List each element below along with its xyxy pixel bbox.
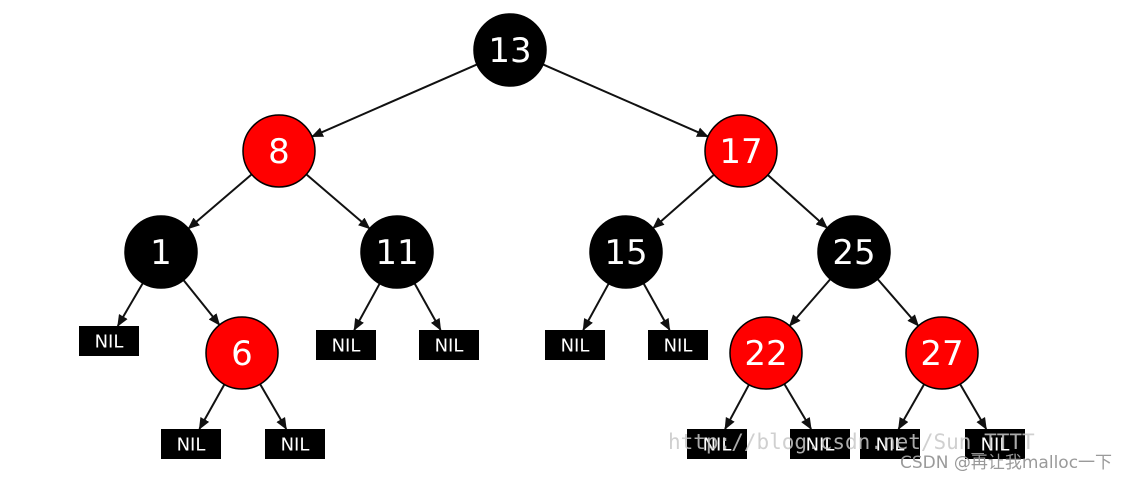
edge-n13-n8 — [311, 63, 478, 138]
red-node-circle — [205, 316, 279, 390]
watermark-credit: CSDN @再让我malloc一下 — [900, 453, 1112, 473]
edge-n15-nil15l — [582, 283, 610, 331]
tree-node-8: 8 — [242, 114, 316, 188]
red-node-circle — [729, 316, 803, 390]
edge-n8-n11 — [305, 173, 371, 230]
edge-n25-n27 — [876, 278, 920, 327]
edge-n22-nil22l — [724, 384, 750, 430]
tree-node-27: 27 — [905, 316, 979, 390]
nil-box — [316, 330, 376, 360]
black-node-circle — [124, 215, 198, 289]
nil-box — [860, 429, 920, 459]
nil-box — [419, 330, 479, 360]
node-label: 25 — [832, 233, 875, 273]
edge-n17-n15 — [652, 174, 715, 229]
nil-label: NIL — [281, 435, 310, 456]
tree-node-15: 15 — [589, 215, 663, 289]
nil-label: NIL — [981, 435, 1010, 456]
nil-label: NIL — [703, 435, 732, 456]
edge-n11-nil11l — [353, 283, 381, 331]
tree-node-22: 22 — [729, 316, 803, 390]
edge-n25-n22 — [788, 278, 832, 327]
red-node-circle — [704, 114, 778, 188]
edge-n27-nil27l — [897, 383, 926, 430]
nil-label: NIL — [806, 435, 835, 456]
edge-n22-nil22r — [783, 383, 812, 430]
edge-n1-n6 — [182, 279, 221, 326]
nil-label: NIL — [177, 435, 206, 456]
edges-layer — [116, 63, 988, 430]
edge-n17-n25 — [767, 174, 828, 229]
node-label: 6 — [231, 334, 253, 374]
nil-leaf-nil22l: NIL — [687, 429, 747, 459]
tree-node-13: 13 — [473, 13, 547, 87]
tree-node-25: 25 — [817, 215, 891, 289]
red-node-circle — [242, 114, 316, 188]
edge-n6-nil6r — [259, 383, 288, 430]
tree-node-11: 11 — [360, 215, 434, 289]
edge-n8-n1 — [187, 173, 253, 230]
node-label: 22 — [744, 334, 787, 374]
watermark-layer: http://blog.csdn.net/Sun_TTTT CSDN @再让我m… — [668, 430, 1112, 473]
red-node-circle — [905, 316, 979, 390]
nil-leaf-nil22r: NIL — [790, 429, 850, 459]
node-label: 13 — [488, 31, 531, 71]
nil-box — [965, 429, 1025, 459]
tree-node-6: 6 — [205, 316, 279, 390]
nil-box — [79, 326, 139, 356]
tree-node-17: 17 — [704, 114, 778, 188]
node-label: 1 — [150, 233, 172, 273]
tree-node-1: 1 — [124, 215, 198, 289]
nil-box — [161, 429, 221, 459]
nil-label: NIL — [664, 336, 693, 357]
node-label: 17 — [719, 132, 762, 172]
nil-leaf-nil11l: NIL — [316, 330, 376, 360]
black-node-circle — [589, 215, 663, 289]
edge-n27-nil27r — [959, 383, 988, 430]
nil-box — [790, 429, 850, 459]
edge-n13-n17 — [542, 63, 709, 138]
nil-label: NIL — [435, 336, 464, 357]
node-label: 11 — [375, 233, 418, 273]
edge-n15-nil15r — [642, 282, 671, 331]
node-label: 8 — [268, 132, 290, 172]
node-label: 15 — [604, 233, 647, 273]
nil-label: NIL — [95, 332, 124, 353]
nil-leaf-nil15l: NIL — [545, 330, 605, 360]
edge-n11-nil11r — [413, 282, 442, 331]
nil-label: NIL — [876, 435, 905, 456]
nil-box — [648, 330, 708, 360]
edge-n1-nil1l — [116, 282, 144, 327]
nil-box — [265, 429, 325, 459]
node-label: 27 — [920, 334, 963, 374]
nil-label: NIL — [561, 336, 590, 357]
nil-leaf-nil6r: NIL — [265, 429, 325, 459]
nil-box — [687, 429, 747, 459]
nil-box — [545, 330, 605, 360]
nil-leaf-nil27l: NIL — [860, 429, 920, 459]
black-node-circle — [360, 215, 434, 289]
nil-leaf-nil15r: NIL — [648, 330, 708, 360]
black-node-circle — [473, 13, 547, 87]
nil-label: NIL — [332, 336, 361, 357]
black-node-circle — [817, 215, 891, 289]
nil-leaf-nil6l: NIL — [161, 429, 221, 459]
edge-n6-nil6l — [198, 383, 226, 430]
watermark-url: http://blog.csdn.net/Sun_TTTT — [668, 430, 1035, 454]
nil-leaf-nil11r: NIL — [419, 330, 479, 360]
nil-leaf-nil27r: NIL — [965, 429, 1025, 459]
nil-leaf-nil1l: NIL — [79, 326, 139, 356]
